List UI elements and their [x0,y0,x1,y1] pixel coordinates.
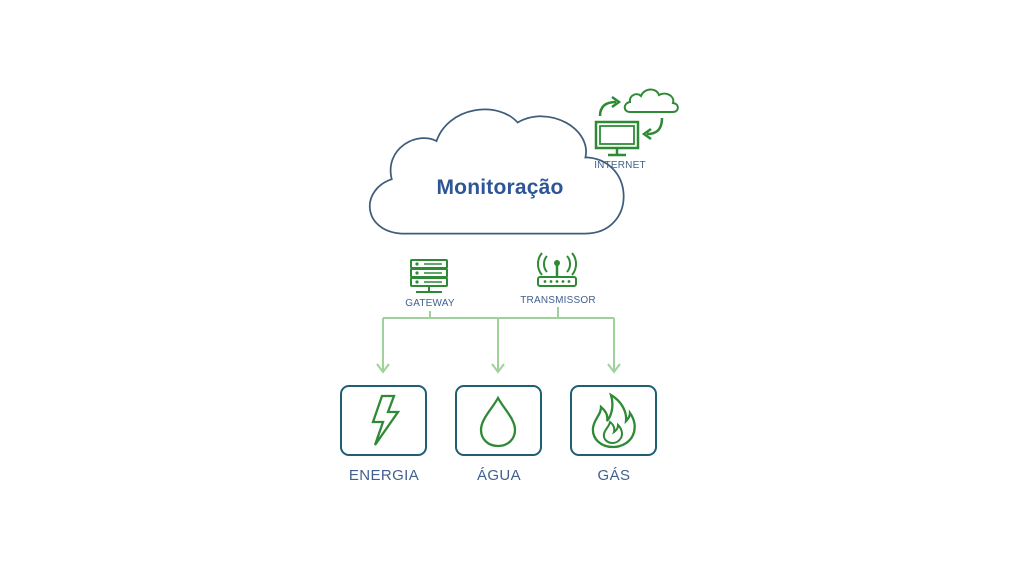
transmissor-label: TRANSMISSOR [520,295,596,306]
energia-label: ENERGIA [348,467,420,484]
internet-cloud-icon [623,88,679,113]
diagram-title: Monitoração [436,176,564,199]
gas-label: GÁS [597,467,631,484]
upload-arrow-icon [598,96,622,117]
gateway-label: GATEWAY [405,298,455,309]
monitor-icon [594,120,640,157]
water-drop-icon [479,395,517,448]
flame-icon [591,392,636,449]
agua-box [455,385,542,456]
transmitter-antenna-icon [537,252,577,287]
lightning-icon [371,394,401,446]
agua-label: ÁGUA [476,467,522,484]
internet-label: INTERNET [594,160,646,171]
download-arrow-icon [641,117,664,141]
gateway-server-icon [410,259,448,293]
gas-box [570,385,657,456]
energia-box [340,385,427,456]
